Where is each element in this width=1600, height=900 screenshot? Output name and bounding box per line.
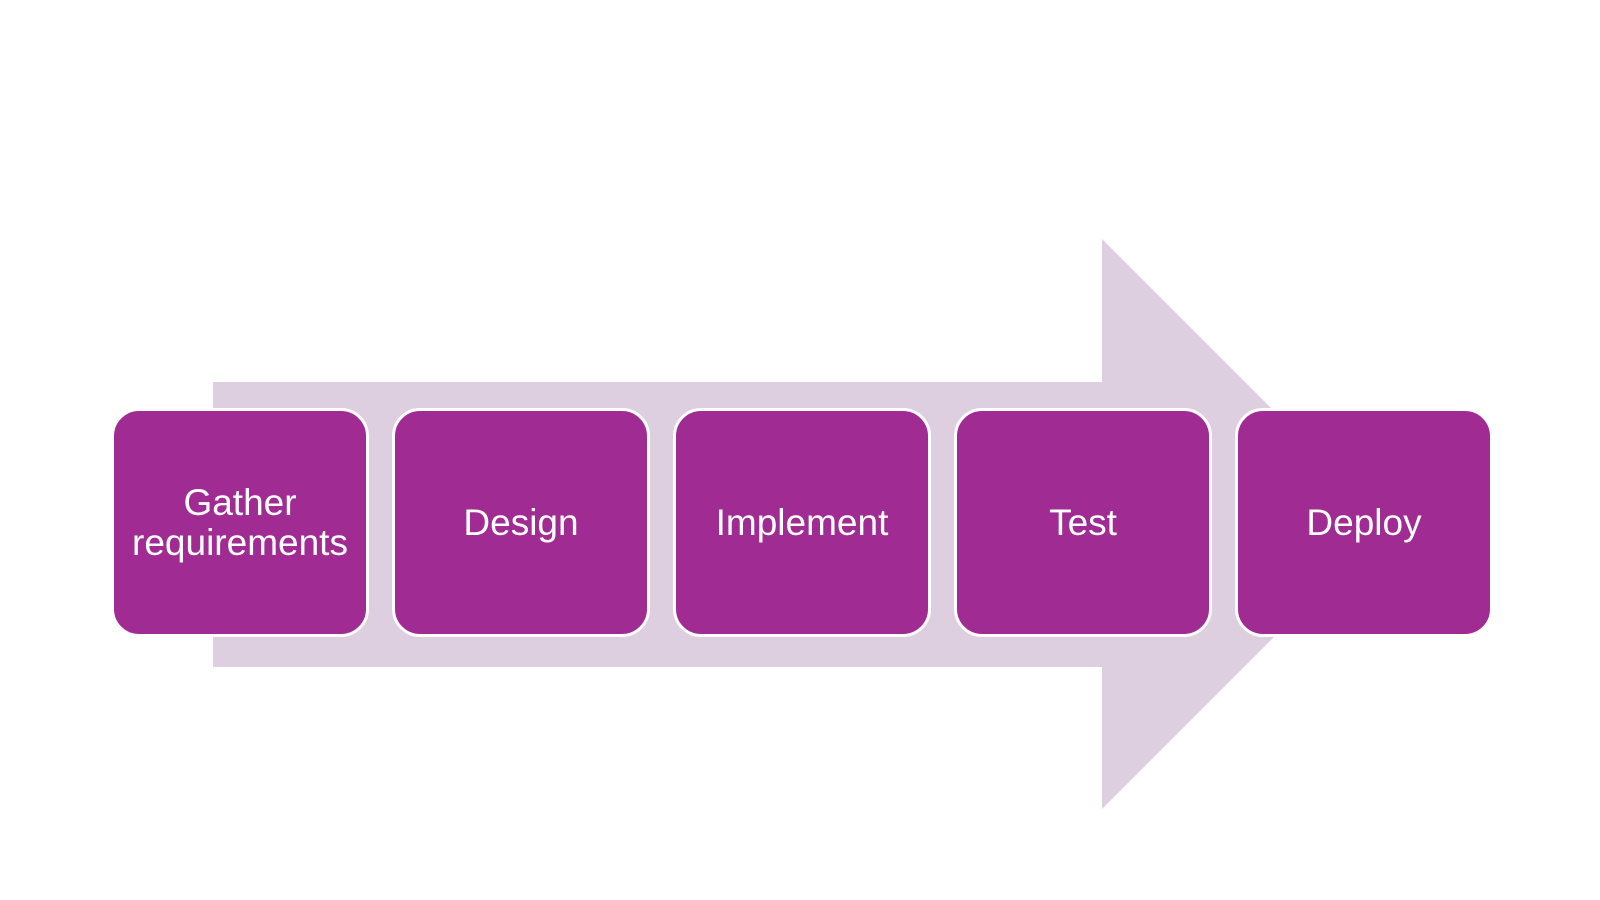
step-label: Design [463, 501, 579, 543]
step-box-test: Test [954, 408, 1212, 637]
step-box-gather-requirements: Gather requirements [111, 408, 369, 637]
step-label: Test [1049, 501, 1117, 543]
step-label: Implement [715, 501, 889, 543]
step-box-deploy: Deploy [1235, 408, 1493, 637]
step-label: Deploy [1306, 501, 1422, 543]
step-box-design: Design [392, 408, 650, 637]
step-box-implement: Implement [673, 408, 931, 637]
step-label: Gather requirements [132, 482, 348, 563]
